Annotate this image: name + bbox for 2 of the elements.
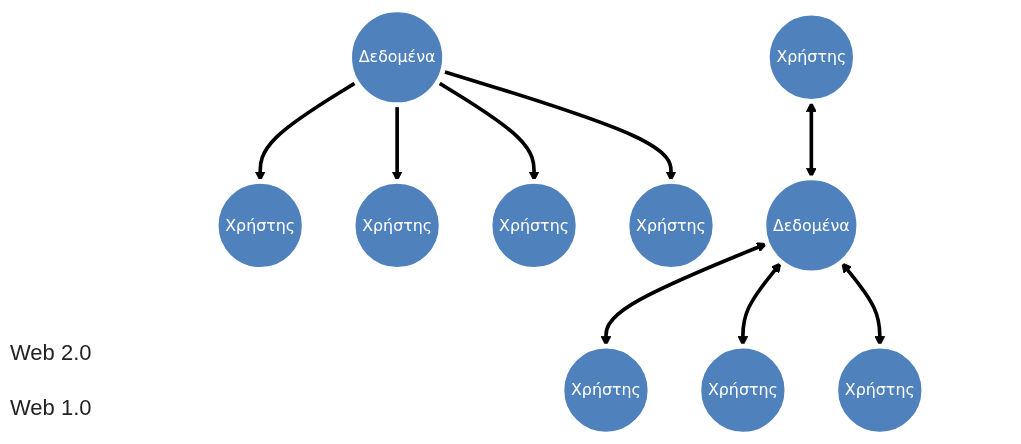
diagram-label: Web 1.0 — [10, 395, 92, 421]
diagram-label: Web 2.0 — [10, 340, 92, 366]
